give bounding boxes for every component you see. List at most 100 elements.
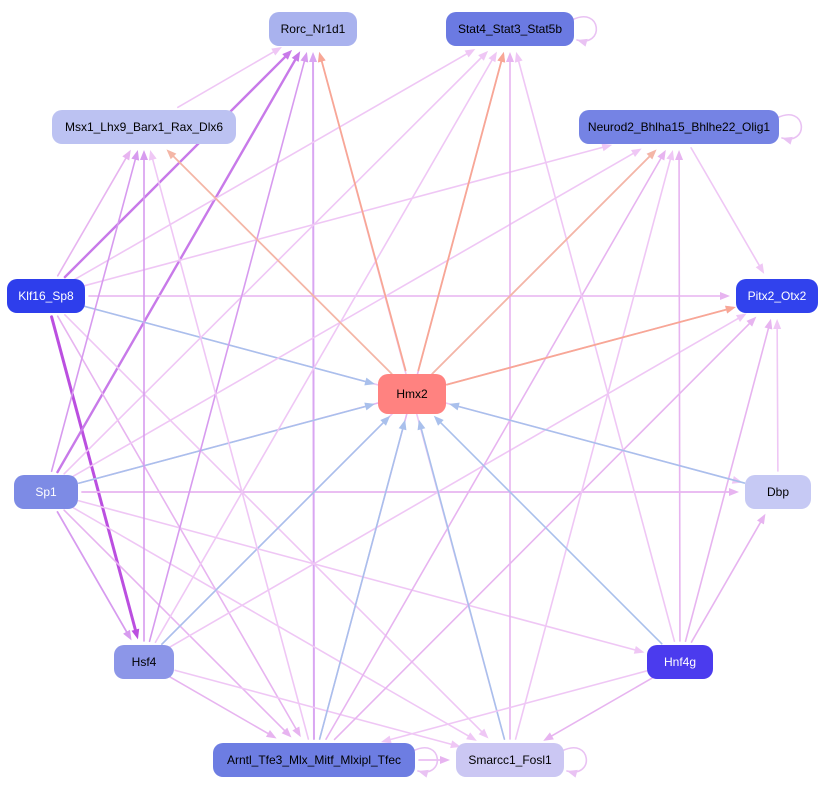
edge-Sp1-to-Smarcc1_Fosl1-arrowhead <box>466 732 477 741</box>
node-Stat4_Stat3_Stat5b[interactable]: Stat4_Stat3_Stat5b <box>446 12 574 46</box>
node-Sp1[interactable]: Sp1 <box>14 475 78 509</box>
edge-Arntl_Tfe3_Mlx_Mitf_Mlxipl_Tfec-to-Msx1_Lhx9_Barx1_Rax_Dlx6-arrowhead <box>148 149 157 161</box>
edge-Sp1-to-Smarcc1_Fosl1[interactable] <box>70 505 471 738</box>
edge-Hmx2-to-Pitx2_Otx2[interactable] <box>446 308 729 386</box>
edge-Hsf4-to-Arntl_Tfe3_Mlx_Mitf_Mlxipl_Tfec-arrowhead <box>265 729 277 739</box>
edge-Arntl_Tfe3_Mlx_Mitf_Mlxipl_Tfec-to-Hmx2[interactable] <box>318 426 404 740</box>
node-Arntl_Tfe3_Mlx_Mitf_Mlxipl_Tfec[interactable]: Arntl_Tfe3_Mlx_Mitf_Mlxipl_Tfec <box>213 743 415 777</box>
node-label: Arntl_Tfe3_Mlx_Mitf_Mlxipl_Tfec <box>226 753 402 767</box>
self-loop-Smarcc1_Fosl1-arrowhead <box>567 769 578 778</box>
edge-Hsf4-to-Rorc_Nr1d1[interactable] <box>148 58 306 643</box>
edge-Klf16_Sp8-to-Neurod2_Bhlha15_Bhlhe22_Olig1[interactable] <box>82 146 606 287</box>
edge-Hsf4-to-Hmx2-arrowhead <box>380 415 391 426</box>
edge-Neurod2_Bhlha15_Bhlhe22_Olig1-to-Pitx2_Otx2-arrowhead <box>755 263 765 274</box>
edge-Sp1-to-Hmx2[interactable] <box>77 405 369 485</box>
edge-Sp1-to-Neurod2_Bhlha15_Bhlhe22_Olig1[interactable] <box>70 151 636 479</box>
node-Hmx2[interactable]: Hmx2 <box>378 374 446 414</box>
edge-Sp1-to-Stat4_Stat3_Stat5b-arrowhead <box>478 50 489 61</box>
edge-Klf16_Sp8-to-Arntl_Tfe3_Mlx_Mitf_Mlxipl_Tfec[interactable] <box>56 315 298 732</box>
edge-Hnf4g-to-Dbp[interactable] <box>690 519 763 643</box>
edge-Hsf4-to-Arntl_Tfe3_Mlx_Mitf_Mlxipl_Tfec[interactable] <box>168 675 271 736</box>
self-loop-Stat4_Stat3_Stat5b[interactable] <box>571 16 598 42</box>
edge-Klf16_Sp8-to-Stat4_Stat3_Stat5b[interactable] <box>73 52 470 281</box>
node-Neurod2_Bhlha15_Bhlhe22_Olig1[interactable]: Neurod2_Bhlha15_Bhlhe22_Olig1 <box>579 110 779 144</box>
edge-Hnf4g-to-Stat4_Stat3_Stat5b[interactable] <box>517 58 676 643</box>
edge-Hmx2-to-Stat4_Stat3_Stat5b-arrowhead <box>497 51 506 63</box>
node-Hsf4[interactable]: Hsf4 <box>114 645 174 679</box>
edge-Smarcc1_Fosl1-to-Hmx2[interactable] <box>420 426 506 740</box>
node-label: Hnf4g <box>663 655 697 669</box>
edge-Klf16_Sp8-to-Neurod2_Bhlha15_Bhlhe22_Olig1-arrowhead <box>601 143 613 152</box>
edge-Hsf4-to-Pitx2_Otx2-arrowhead <box>735 313 747 323</box>
self-loop-Neurod2_Bhlha15_Bhlhe22_Olig1[interactable] <box>776 114 803 140</box>
self-loop-Smarcc1_Fosl1[interactable] <box>561 747 588 773</box>
edge-Hsf4-to-Msx1_Lhx9_Barx1_Rax_Dlx6-arrowhead <box>140 150 148 160</box>
edge-Arntl_Tfe3_Mlx_Mitf_Mlxipl_Tfec-to-Neurod2_Bhlha15_Bhlhe22_Olig1[interactable] <box>325 155 663 740</box>
edge-Sp1-to-Hsf4-arrowhead <box>123 629 132 641</box>
edge-Hmx2-to-Stat4_Stat3_Stat5b[interactable] <box>417 58 503 372</box>
node-Hnf4g[interactable]: Hnf4g <box>647 645 713 679</box>
node-Klf16_Sp8[interactable]: Klf16_Sp8 <box>7 279 85 313</box>
edge-Hnf4g-to-Neurod2_Bhlha15_Bhlhe22_Olig1[interactable] <box>678 157 681 642</box>
node-Msx1_Lhx9_Barx1_Rax_Dlx6[interactable]: Msx1_Lhx9_Barx1_Rax_Dlx6 <box>52 110 236 144</box>
node-label: Hmx2 <box>396 387 428 401</box>
edge-Sp1-to-Rorc_Nr1d1[interactable] <box>56 56 298 474</box>
edge-Hsf4-to-Smarcc1_Fosl1[interactable] <box>174 669 454 746</box>
node-label: Msx1_Lhx9_Barx1_Rax_Dlx6 <box>64 120 224 134</box>
edge-Sp1-to-Stat4_Stat3_Stat5b[interactable] <box>63 55 484 475</box>
node-label: Smarcc1_Fosl1 <box>468 753 552 767</box>
edge-Dbp-to-Hmx2[interactable] <box>455 405 746 484</box>
edge-Klf16_Sp8-to-Rorc_Nr1d1[interactable] <box>63 54 288 279</box>
edge-Smarcc1_Fosl1-to-Neurod2_Bhlha15_Bhlhe22_Olig1[interactable] <box>514 156 672 740</box>
edge-Sp1-to-Hsf4[interactable] <box>56 511 129 635</box>
node-Smarcc1_Fosl1[interactable]: Smarcc1_Fosl1 <box>456 743 564 777</box>
edge-Klf16_Sp8-to-Hsf4[interactable] <box>50 315 138 634</box>
edge-Arntl_Tfe3_Mlx_Mitf_Mlxipl_Tfec-to-Pitx2_Otx2[interactable] <box>333 321 752 741</box>
node-Rorc_Nr1d1[interactable]: Rorc_Nr1d1 <box>269 12 357 46</box>
edge-Hnf4g-to-Arntl_Tfe3_Mlx_Mitf_Mlxipl_Tfec[interactable] <box>387 670 648 741</box>
edge-Hnf4g-to-Pitx2_Otx2-arrowhead <box>764 318 773 330</box>
edge-Arntl_Tfe3_Mlx_Mitf_Mlxipl_Tfec-to-Hmx2-arrowhead <box>398 419 407 431</box>
edge-Hmx2-to-Msx1_Lhx9_Barx1_Rax_Dlx6[interactable] <box>171 154 393 375</box>
edge-Sp1-to-Hnf4g[interactable] <box>77 499 638 652</box>
edge-Klf16_Sp8-to-Msx1_Lhx9_Barx1_Rax_Dlx6-arrowhead <box>122 149 131 161</box>
edge-Hmx2-to-Rorc_Nr1d1[interactable] <box>320 58 407 372</box>
edge-Hnf4g-to-Pitx2_Otx2[interactable] <box>684 325 770 643</box>
edge-Hnf4g-to-Hmx2-arrowhead <box>433 415 444 426</box>
edge-Hsf4-to-Hmx2[interactable] <box>161 420 386 645</box>
node-label: Sp1 <box>35 485 57 499</box>
edge-Hnf4g-to-Arntl_Tfe3_Mlx_Mitf_Mlxipl_Tfec-arrowhead <box>380 735 392 744</box>
edge-Klf16_Sp8-to-Msx1_Lhx9_Barx1_Rax_Dlx6[interactable] <box>56 155 128 277</box>
edge-Hmx2-to-Rorc_Nr1d1-arrowhead <box>317 51 326 63</box>
edge-Arntl_Tfe3_Mlx_Mitf_Mlxipl_Tfec-to-Smarcc1_Fosl1-arrowhead <box>440 756 450 764</box>
edge-Hsf4-to-Stat4_Stat3_Stat5b[interactable] <box>154 57 494 644</box>
edge-Sp1-to-Arntl_Tfe3_Mlx_Mitf_Mlxipl_Tfec[interactable] <box>63 509 287 733</box>
edge-Hmx2-to-Neurod2_Bhlha15_Bhlhe22_Olig1[interactable] <box>431 154 652 375</box>
edge-Hsf4-to-Pitx2_Otx2[interactable] <box>168 316 741 649</box>
edge-Dbp-to-Pitx2_Otx2[interactable] <box>776 326 779 472</box>
node-Pitx2_Otx2[interactable]: Pitx2_Otx2 <box>736 279 818 313</box>
edge-Neurod2_Bhlha15_Bhlhe22_Olig1-to-Pitx2_Otx2[interactable] <box>690 147 761 268</box>
edge-Msx1_Lhx9_Barx1_Rax_Dlx6-to-Rorc_Nr1d1-arrowhead <box>271 47 282 56</box>
self-loop-Stat4_Stat3_Stat5b-arrowhead <box>577 38 588 47</box>
edge-Arntl_Tfe3_Mlx_Mitf_Mlxipl_Tfec-to-Msx1_Lhx9_Barx1_Rax_Dlx6[interactable] <box>151 156 310 740</box>
edge-Msx1_Lhx9_Barx1_Rax_Dlx6-to-Rorc_Nr1d1[interactable] <box>177 50 276 109</box>
edge-Klf16_Sp8-to-Stat4_Stat3_Stat5b-arrowhead <box>464 48 476 58</box>
edge-Klf16_Sp8-to-Smarcc1_Fosl1[interactable] <box>64 314 484 734</box>
edge-Hnf4g-to-Hmx2[interactable] <box>438 420 663 645</box>
edge-Sp1-to-Neurod2_Bhlha15_Bhlhe22_Olig1-arrowhead <box>631 148 642 157</box>
edge-Klf16_Sp8-to-Hmx2[interactable] <box>82 305 369 383</box>
edge-Hmx2-to-Msx1_Lhx9_Barx1_Rax_Dlx6-arrowhead <box>166 149 177 160</box>
edge-Arntl_Tfe3_Mlx_Mitf_Mlxipl_Tfec-to-Neurod2_Bhlha15_Bhlhe22_Olig1-arrowhead <box>657 149 666 161</box>
edge-Klf16_Sp8-to-Smarcc1_Fosl1-arrowhead <box>478 728 489 739</box>
node-label: Hsf4 <box>131 655 157 669</box>
edge-Sp1-to-Msx1_Lhx9_Barx1_Rax_Dlx6[interactable] <box>50 156 137 473</box>
edge-Klf16_Sp8-to-Pitx2_Otx2-arrowhead <box>720 292 730 300</box>
self-loop-Arntl_Tfe3_Mlx_Mitf_Mlxipl_Tfec-arrowhead <box>418 769 429 778</box>
node-Dbp[interactable]: Dbp <box>745 475 811 509</box>
edge-Sp1-to-Dbp-arrowhead <box>729 488 739 496</box>
edge-Hnf4g-to-Smarcc1_Fosl1[interactable] <box>549 676 655 738</box>
edge-Arntl_Tfe3_Mlx_Mitf_Mlxipl_Tfec-to-Rorc_Nr1d1[interactable] <box>312 58 315 740</box>
